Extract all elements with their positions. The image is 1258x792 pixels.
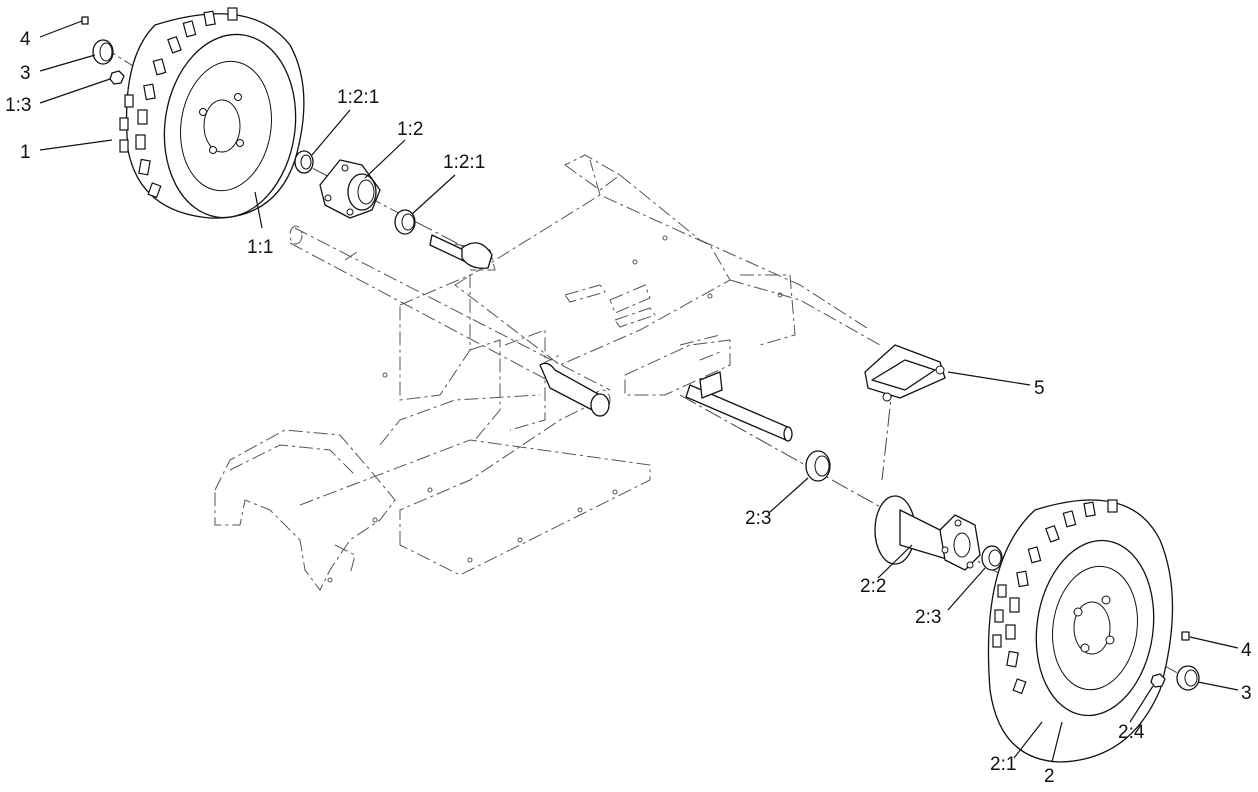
callout-1: 1 xyxy=(20,142,31,163)
callout-2-4: 2:4 xyxy=(1118,722,1145,743)
callout-2-3-b: 2:3 xyxy=(915,607,941,628)
hub-parts-right-outer xyxy=(1150,631,1200,691)
bracket-assembly xyxy=(864,344,946,402)
hub-parts-right xyxy=(805,450,1003,571)
wheel-assembly-right xyxy=(987,499,1174,763)
callout-4-bottom: 4 xyxy=(1241,640,1252,661)
callout-2-3-a: 2:3 xyxy=(745,508,771,529)
axle-shaft-right xyxy=(539,362,793,442)
callout-1-2-1-b: 1:2:1 xyxy=(443,152,485,173)
callout-4-top: 4 xyxy=(20,29,31,50)
callout-1-2-1-a: 1:2:1 xyxy=(337,87,379,108)
callout-2-2: 2:2 xyxy=(860,576,886,597)
chassis-frame-phantom xyxy=(214,154,881,591)
hub-parts-left xyxy=(81,16,493,269)
callout-3-top: 3 xyxy=(20,63,31,84)
wheel-tread-left xyxy=(119,7,238,199)
wheel-assembly-left xyxy=(119,7,305,219)
leader-lines xyxy=(39,20,1239,763)
callout-1-2: 1:2 xyxy=(397,119,423,140)
callout-3-bottom: 3 xyxy=(1241,683,1252,704)
callout-1-3: 1:3 xyxy=(5,95,31,116)
callout-2-1: 2:1 xyxy=(990,754,1016,775)
wheel-tread-right xyxy=(992,499,1118,695)
callout-1-1: 1:1 xyxy=(247,237,273,258)
callout-5: 5 xyxy=(1034,378,1045,399)
axle-tube-phantom xyxy=(289,225,611,411)
callout-labels: 4 3 1:3 1 1:1 1:2:1 1:2 1:2:1 5 2:3 2:2 … xyxy=(5,29,1252,787)
callout-2: 2 xyxy=(1044,766,1055,787)
